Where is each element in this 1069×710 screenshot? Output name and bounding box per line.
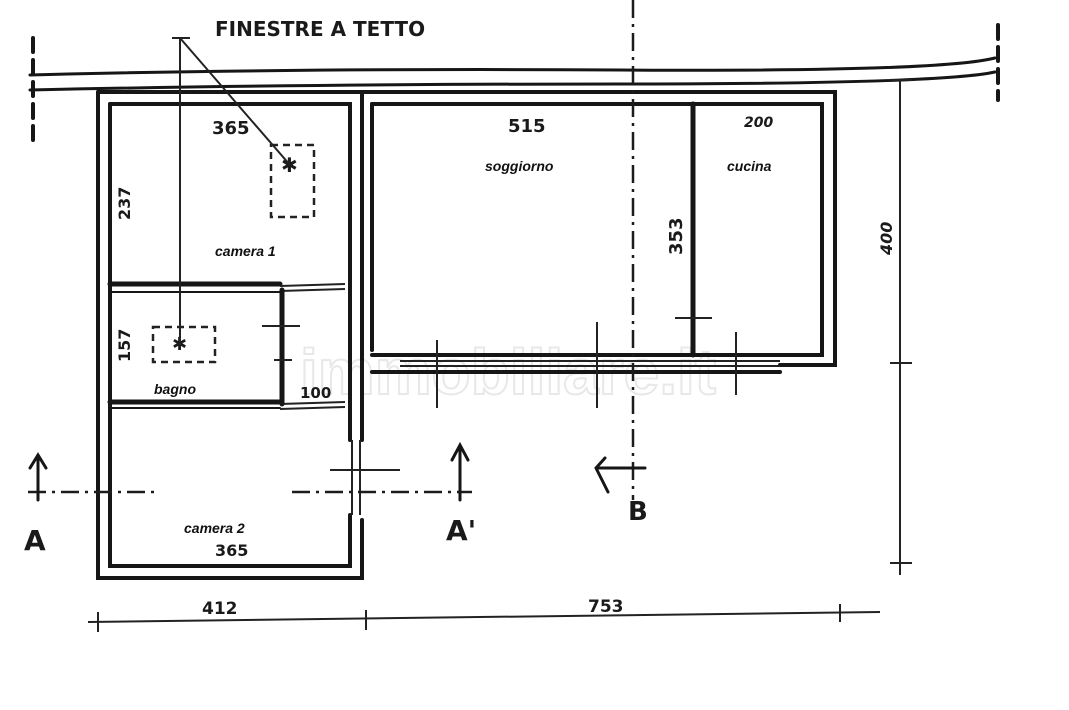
dim-right-block-width: 753 — [588, 597, 624, 617]
section-b-label: B — [628, 497, 648, 527]
left-block-walls — [96, 90, 400, 580]
dim-camera1-depth: 237 — [115, 187, 134, 220]
dim-cucina-width: 200 — [744, 115, 773, 131]
right-block-walls — [360, 90, 837, 408]
dim-camera1-width: 365 — [212, 118, 250, 139]
dimension-lines — [87, 79, 912, 632]
section-a-prime-label: A' — [446, 514, 476, 547]
dim-overall-depth: 400 — [877, 222, 896, 256]
section-line-a — [28, 441, 472, 502]
room-label-camera-1: camera 1 — [215, 243, 276, 259]
dim-door-width: 100 — [300, 384, 331, 402]
site-boundary — [28, 23, 1000, 142]
section-line-b — [594, 0, 647, 500]
section-a-label: A — [24, 524, 46, 557]
room-label-soggiorno: soggiorno — [485, 158, 554, 174]
dim-soggiorno-width: 515 — [508, 116, 546, 137]
dim-bagno-depth: 157 — [115, 329, 134, 362]
skylight-bagno: ✱ — [151, 325, 217, 364]
room-label-camera-2: camera 2 — [184, 520, 245, 536]
skylight-camera-1: ✱ — [269, 143, 316, 219]
room-label-cucina: cucina — [727, 158, 772, 174]
dim-left-block-width: 412 — [202, 599, 238, 619]
skylight-leader — [172, 37, 291, 345]
room-label-camera-2-bg — [178, 517, 266, 539]
room-label-bagno: bagno — [154, 381, 196, 397]
dim-partition-length: 353 — [666, 217, 687, 255]
skylight-annotation: FINESTRE A TETTO — [215, 17, 425, 41]
dim-camera2-width: 365 — [215, 541, 248, 560]
